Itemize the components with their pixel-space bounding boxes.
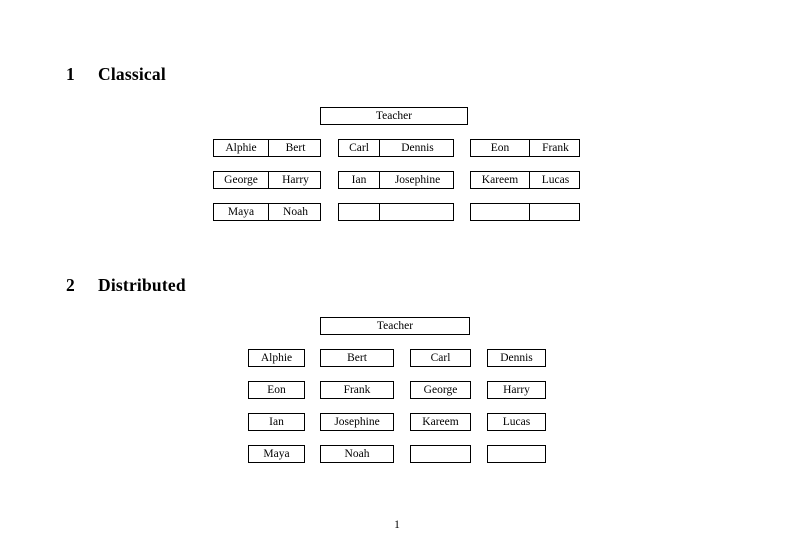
- student-label: Carl: [430, 352, 451, 364]
- student-label: Harry: [503, 384, 530, 396]
- student-box[interactable]: George: [410, 381, 471, 399]
- table-row[interactable]: Eon Frank: [470, 139, 580, 157]
- student-box[interactable]: Josephine: [320, 413, 394, 431]
- page-number: 1: [394, 519, 400, 531]
- student-label: Ian: [269, 416, 284, 428]
- student-label: Lucas: [502, 416, 531, 428]
- table-row[interactable]: [338, 203, 454, 221]
- teacher-box-distributed[interactable]: Teacher: [320, 317, 470, 335]
- table-cell: Eon: [490, 142, 510, 154]
- section-heading-classical: 1 Classical: [66, 64, 166, 85]
- table-cell: Alphie: [225, 142, 257, 154]
- table-cell: [471, 204, 529, 220]
- student-box[interactable]: Eon: [248, 381, 305, 399]
- student-box[interactable]: [487, 445, 546, 463]
- student-label: Eon: [267, 384, 286, 396]
- table-cell: [379, 204, 455, 220]
- student-label: George: [423, 384, 458, 396]
- section-number: 1: [66, 64, 75, 84]
- table-cell: [529, 204, 581, 220]
- teacher-label: Teacher: [376, 320, 414, 332]
- section-number: 2: [66, 275, 75, 295]
- table-row[interactable]: Carl Dennis: [338, 139, 454, 157]
- student-label: Maya: [263, 448, 290, 460]
- table-cell: Josephine: [379, 172, 455, 188]
- table-cell: Kareem: [481, 174, 519, 186]
- student-box[interactable]: Ian: [248, 413, 305, 431]
- student-box[interactable]: Alphie: [248, 349, 305, 367]
- table-cell: Frank: [529, 140, 581, 156]
- table-row[interactable]: George Harry: [213, 171, 321, 189]
- table-cell: Lucas: [529, 172, 581, 188]
- student-label: Alphie: [260, 352, 293, 364]
- student-label: Noah: [344, 448, 370, 460]
- student-label: [488, 446, 545, 462]
- student-label: Kareem: [422, 416, 459, 428]
- table-row[interactable]: Kareem Lucas: [470, 171, 580, 189]
- student-box[interactable]: Harry: [487, 381, 546, 399]
- student-box[interactable]: Frank: [320, 381, 394, 399]
- teacher-box-classical[interactable]: Teacher: [320, 107, 468, 125]
- student-label: Bert: [347, 352, 367, 364]
- table-cell: [339, 204, 379, 220]
- table-cell: Bert: [268, 140, 322, 156]
- table-cell: George: [224, 174, 258, 186]
- student-label: [411, 446, 470, 462]
- table-cell: Maya: [227, 206, 255, 218]
- student-label: Frank: [343, 384, 371, 396]
- section-heading-distributed: 2 Distributed: [66, 275, 186, 296]
- teacher-label: Teacher: [375, 110, 413, 122]
- table-row[interactable]: Alphie Bert: [213, 139, 321, 157]
- student-box[interactable]: Dennis: [487, 349, 546, 367]
- student-box[interactable]: [410, 445, 471, 463]
- table-row[interactable]: Maya Noah: [213, 203, 321, 221]
- student-label: Dennis: [500, 352, 533, 364]
- student-box[interactable]: Noah: [320, 445, 394, 463]
- student-box[interactable]: Maya: [248, 445, 305, 463]
- student-box[interactable]: Bert: [320, 349, 394, 367]
- table-cell: Noah: [268, 204, 322, 220]
- student-box[interactable]: Kareem: [410, 413, 471, 431]
- table-row[interactable]: [470, 203, 580, 221]
- table-cell: Carl: [349, 142, 369, 154]
- student-box[interactable]: Lucas: [487, 413, 546, 431]
- table-row[interactable]: Ian Josephine: [338, 171, 454, 189]
- table-cell: Dennis: [379, 140, 455, 156]
- section-title: Classical: [98, 64, 166, 84]
- student-box[interactable]: Carl: [410, 349, 471, 367]
- section-title: Distributed: [98, 275, 186, 295]
- table-cell: Ian: [351, 174, 367, 186]
- student-label: Josephine: [334, 416, 380, 428]
- table-cell: Harry: [268, 172, 322, 188]
